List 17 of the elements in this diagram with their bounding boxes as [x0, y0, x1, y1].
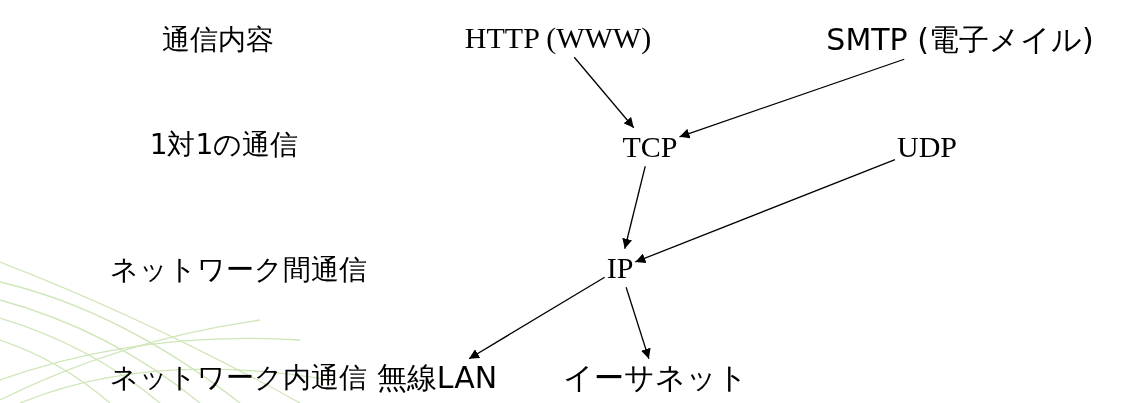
node-label: IP [606, 250, 634, 286]
node-label: SMTP (電子メイル) [826, 22, 1094, 58]
arrow [678, 58, 905, 139]
arrow [625, 286, 651, 360]
node-label: TCP [622, 129, 678, 165]
layer-label: ネットワーク内通信 [109, 360, 367, 396]
node-label: HTTP (WWW) [464, 20, 652, 56]
layer-label: ネットワーク間通信 [109, 252, 367, 288]
arrow [634, 158, 896, 263]
node-label: イーサネット [562, 360, 748, 396]
node-label: 無線LAN [376, 360, 498, 396]
arrow [622, 165, 646, 250]
layer-label: 1対1の通信 [149, 127, 299, 163]
arrow [468, 276, 606, 360]
layer-label: 通信内容 [162, 22, 274, 58]
node-label: UDP [897, 129, 957, 165]
arrow [573, 56, 635, 129]
